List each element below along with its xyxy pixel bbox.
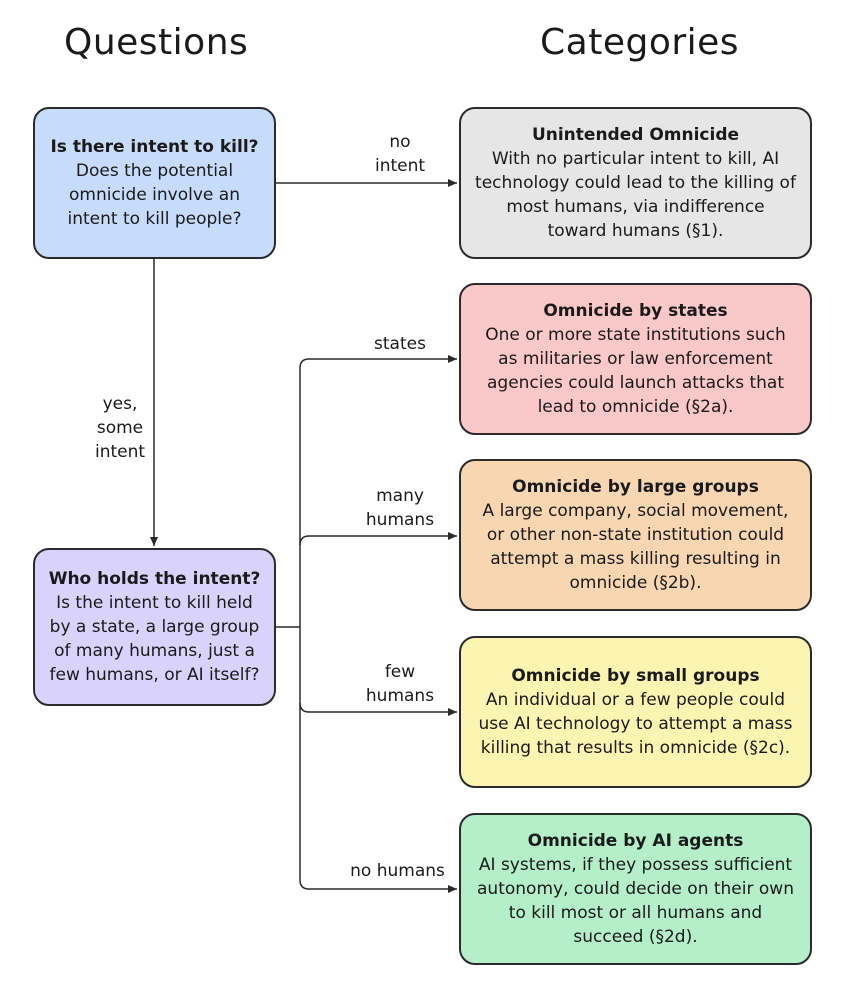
question-line: intent to kill people?	[67, 209, 242, 229]
questions-heading: Questions	[64, 22, 249, 63]
category-line: use AI technology to attempt a mass	[478, 714, 793, 734]
category-line: most humans, via indifference	[506, 197, 765, 217]
question-line: of many humans, just a	[54, 641, 255, 661]
question-line: by a state, a large group	[49, 617, 260, 637]
category-line: toward humans (§1).	[547, 221, 724, 241]
category-unintended-box: Unintended Omnicide With no particular i…	[459, 107, 812, 259]
edge-label-line: no	[389, 132, 411, 152]
edge-label-line: yes,	[102, 394, 138, 414]
category-line: One or more state institutions such	[485, 325, 786, 345]
edge-label-states: states	[365, 332, 435, 356]
category-line: to kill most or all humans and	[508, 903, 763, 923]
question-line: Does the potential	[75, 161, 234, 181]
edge-label-line: some	[96, 418, 144, 438]
category-line: omnicide (§2b).	[569, 573, 702, 593]
edge-label-line: humans	[365, 686, 435, 706]
category-line: technology could lead to the killing of	[475, 173, 796, 193]
edge-label-line: few	[384, 662, 416, 682]
question-title: Is there intent to kill?	[50, 137, 259, 157]
category-title: Omnicide by small groups	[511, 666, 760, 686]
edge-label-line: intent	[94, 442, 146, 462]
edge-label-line: states	[374, 334, 426, 354]
category-line: lead to omnicide (§2a).	[537, 397, 734, 417]
category-line: AI systems, if they possess sufficient	[478, 855, 793, 875]
question-title: Who holds the intent?	[48, 569, 261, 589]
category-line: agencies could launch attacks that	[486, 373, 785, 393]
edge-label-line: many	[376, 486, 424, 506]
category-line: killing that results in omnicide (§2c).	[480, 738, 791, 758]
category-line: With no particular intent to kill, AI	[491, 149, 780, 169]
edge-label-line: intent	[374, 156, 426, 176]
edge-label-yes-some-intent: yes, some intent	[80, 392, 160, 464]
category-large-groups-box: Omnicide by large groups A large company…	[459, 459, 812, 611]
category-line: attempt a mass killing resulting in	[490, 549, 781, 569]
category-title: Omnicide by states	[543, 301, 728, 321]
question-intent-box: Is there intent to kill? Does the potent…	[33, 107, 276, 259]
question-who-box: Who holds the intent? Is the intent to k…	[33, 548, 276, 706]
category-line: An individual or a few people could	[485, 690, 786, 710]
edge-label-no-intent: no intent	[365, 130, 435, 178]
edge-label-no-humans: no humans	[340, 859, 455, 883]
category-line: autonomy, could decide on their own	[477, 879, 794, 899]
edge-label-line: humans	[365, 510, 435, 530]
category-title: Unintended Omnicide	[531, 125, 740, 145]
category-title: Omnicide by AI agents	[527, 831, 744, 851]
category-title: Omnicide by large groups	[512, 477, 759, 497]
category-states-box: Omnicide by states One or more state ins…	[459, 283, 812, 435]
arrow-few-humans	[299, 702, 457, 716]
branch-trunk	[299, 358, 310, 890]
category-line: A large company, social movement,	[482, 501, 789, 521]
category-line: succeed (§2d).	[573, 927, 698, 947]
arrow-many-humans	[299, 532, 457, 546]
category-small-groups-box: Omnicide by small groups An individual o…	[459, 636, 812, 788]
category-line: or other non-state institution could	[486, 525, 785, 545]
categories-heading: Categories	[540, 22, 740, 63]
edge-label-line: no humans	[350, 861, 445, 881]
question-line: omnicide involve an	[69, 185, 240, 205]
category-ai-agents-box: Omnicide by AI agents AI systems, if the…	[459, 813, 812, 965]
edge-label-many-humans: many humans	[355, 484, 445, 532]
category-line: as militaries or law enforcement	[498, 349, 773, 369]
question-line: few humans, or AI itself?	[49, 665, 260, 685]
question-line: Is the intent to kill held	[56, 593, 253, 613]
edge-label-few-humans: few humans	[355, 660, 445, 708]
